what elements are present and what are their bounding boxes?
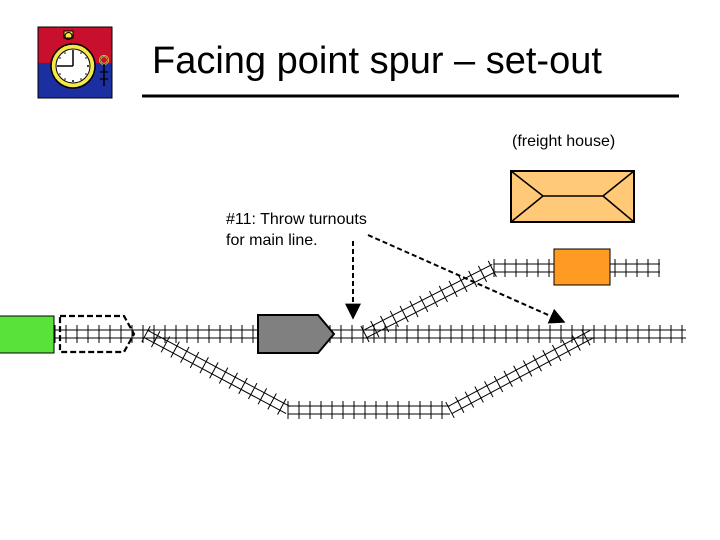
tie — [448, 280, 458, 298]
tie — [380, 315, 390, 333]
tie — [464, 391, 475, 408]
tie — [542, 349, 552, 367]
tie — [532, 355, 542, 372]
tie — [189, 351, 200, 369]
instruction-note: #11: Throw turnouts for main line. — [226, 209, 367, 251]
tie — [180, 346, 190, 363]
locomotive — [0, 315, 55, 354]
siding-straight — [287, 401, 450, 419]
tie — [209, 362, 219, 379]
tie — [277, 398, 287, 415]
tie — [487, 260, 497, 278]
tie — [399, 305, 409, 323]
tie — [551, 344, 562, 362]
slide-title: Facing point spur – set-out — [152, 40, 602, 82]
tie — [238, 377, 248, 395]
tie — [160, 336, 171, 353]
siding-converging-right — [445, 329, 595, 419]
tie — [170, 341, 180, 358]
pointer-arrow-spur-switch — [367, 234, 566, 324]
tie — [561, 339, 572, 356]
tie — [419, 295, 429, 313]
tie — [199, 356, 209, 374]
tie — [581, 329, 591, 346]
tie — [360, 325, 370, 343]
tie — [141, 325, 151, 343]
rail — [447, 330, 591, 407]
tie — [513, 365, 523, 382]
tie — [503, 370, 513, 388]
tie — [438, 285, 448, 303]
tie — [445, 401, 455, 419]
tie — [257, 388, 268, 405]
instruction-note-line2: for main line. — [226, 232, 318, 249]
freight-house-label: (freight house) — [512, 133, 616, 150]
set-out-position-outline — [58, 314, 136, 354]
freight-house — [510, 170, 635, 223]
tie — [522, 360, 533, 377]
tie — [429, 290, 439, 308]
tie — [228, 372, 238, 389]
tie — [455, 396, 465, 413]
instruction-note-line1: #11: Throw turnouts — [226, 211, 367, 228]
tie — [247, 382, 258, 400]
tie — [389, 310, 399, 328]
spotted-car — [553, 248, 611, 286]
tie — [151, 331, 161, 348]
tie — [477, 265, 488, 283]
boxcar — [257, 314, 336, 354]
tie — [468, 270, 478, 288]
tie — [370, 320, 380, 338]
siding-diverging-left — [141, 325, 291, 415]
tie — [409, 300, 419, 318]
rail — [147, 330, 291, 407]
tie — [571, 334, 581, 351]
stopwatch-icon — [37, 26, 113, 99]
tie — [493, 375, 504, 393]
tie — [484, 381, 494, 398]
tie — [267, 393, 277, 410]
rail — [143, 337, 287, 414]
tie — [458, 275, 468, 293]
spur-diverging — [360, 260, 497, 343]
tie — [474, 386, 484, 403]
track-network — [0, 259, 686, 419]
tie — [218, 367, 229, 384]
rail — [451, 337, 595, 414]
